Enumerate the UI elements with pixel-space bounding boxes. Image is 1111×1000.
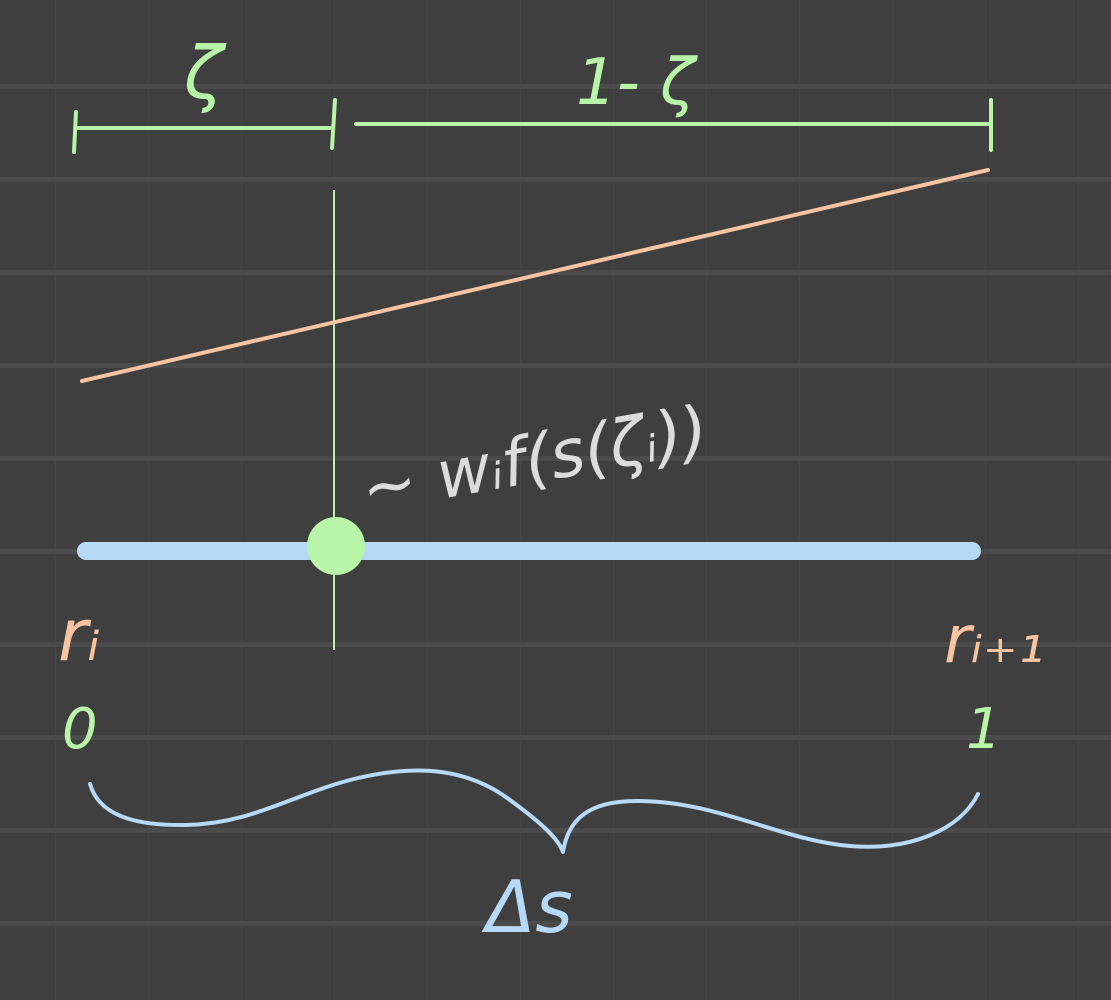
evaluation-point bbox=[307, 517, 365, 575]
delta-s-brace bbox=[88, 768, 980, 854]
sloped-line bbox=[80, 168, 990, 383]
evaluation-annotation: ~ wᵢf(s(ζᵢ)) bbox=[355, 391, 713, 528]
one-label: 1 bbox=[966, 697, 1002, 762]
one-minus-zeta-dimension bbox=[354, 98, 993, 152]
zeta-dimension bbox=[72, 98, 337, 154]
zeta-left-tick bbox=[72, 110, 78, 154]
zero-label: 0 bbox=[62, 697, 98, 762]
one-minus-zeta-label: 1- ζ bbox=[576, 46, 698, 120]
r-i-plus-1-label: rᵢ₊₁ bbox=[944, 601, 1044, 678]
zeta-right-tick bbox=[330, 98, 337, 150]
zeta-label: ζ bbox=[183, 31, 227, 115]
r-i-label: rᵢ bbox=[58, 593, 100, 677]
delta-s-label: Δs bbox=[481, 865, 573, 949]
